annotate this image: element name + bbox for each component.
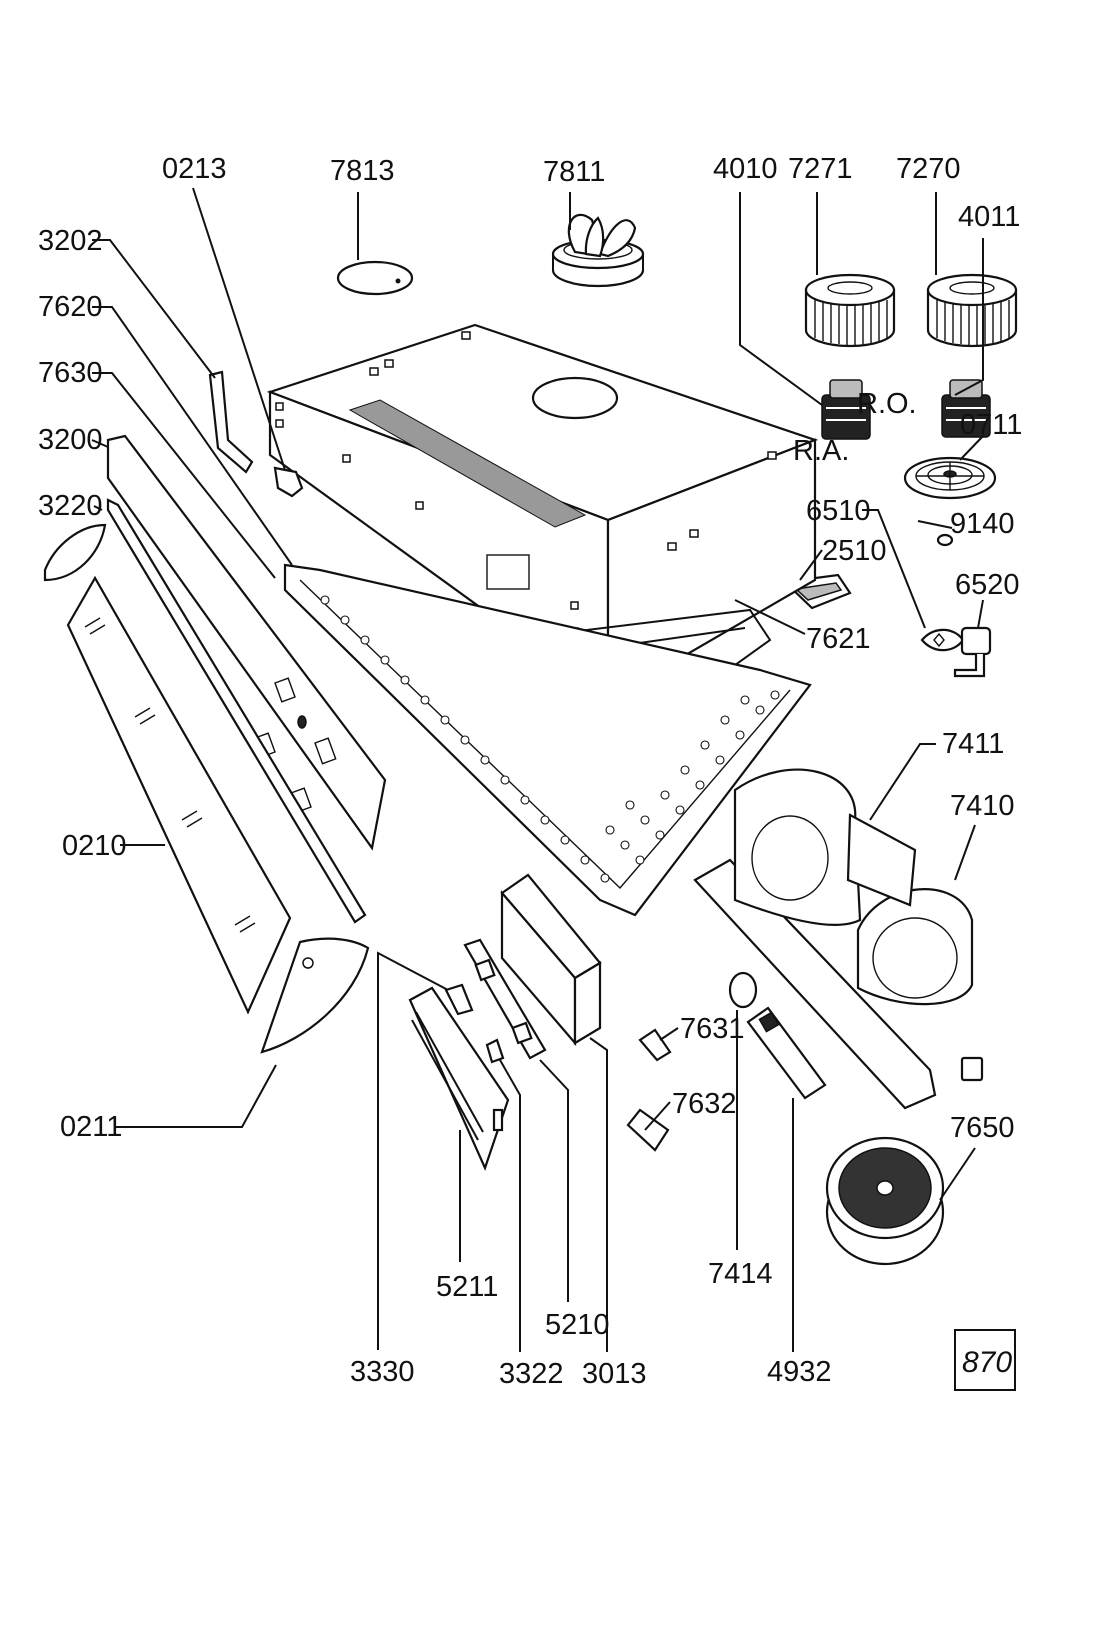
part-7414-drawing [728, 971, 758, 1009]
label-6510: 6510 [806, 495, 871, 527]
part-9140-drawing [936, 533, 954, 547]
leader-2510 [799, 549, 823, 581]
part-3200-drawing [106, 434, 387, 851]
label-3220: 3220 [38, 490, 103, 522]
leader-7650 [939, 1147, 976, 1201]
part-7813-drawing [336, 260, 414, 296]
leader-6510 [862, 509, 926, 629]
part-0711-drawing [903, 456, 997, 500]
label-7410: 7410 [950, 790, 1015, 822]
part-7410-drawing [693, 768, 974, 1110]
label-3013: 3013 [582, 1358, 647, 1390]
part-6520-drawing [953, 626, 992, 678]
leader-7410 [954, 824, 976, 881]
label-2510: 2510 [822, 535, 887, 567]
part-3202-drawing [208, 370, 254, 474]
leader-6520 [977, 599, 984, 629]
leader-7630 [92, 372, 276, 579]
part-0210-drawing [66, 498, 367, 1015]
label-0711: 0711 [960, 409, 1022, 441]
label-5210: 5210 [545, 1309, 610, 1341]
leader-4011 [954, 238, 984, 396]
label-4011: 4011 [958, 201, 1020, 233]
label-7630: 7630 [38, 357, 103, 389]
label-7813: 7813 [330, 155, 395, 187]
leader-9140 [917, 520, 953, 529]
part-5210-drawing [463, 938, 547, 1060]
label-7270: 7270 [896, 153, 961, 185]
page-number: 870 [962, 1346, 1012, 1379]
leader-7621 [734, 599, 806, 635]
label-3202: 3202 [38, 225, 103, 257]
leader-3202 [92, 239, 216, 379]
leader-lines [91, 187, 985, 1352]
part-3220-drawing [43, 523, 107, 582]
leader-0213 [192, 187, 286, 471]
label-4010: 4010 [713, 153, 778, 185]
part-7631-drawing [638, 1028, 672, 1062]
leader-3322 [499, 1059, 521, 1352]
part-7811-drawing [551, 213, 645, 288]
label-3330: 3330 [350, 1356, 415, 1388]
label-0211: 0211 [60, 1111, 122, 1143]
label-9140: 9140 [950, 508, 1015, 540]
label-7621: 7621 [806, 623, 871, 655]
leader-3200 [91, 439, 109, 448]
label-7631: 7631 [680, 1013, 745, 1045]
label-0210: 0210 [62, 830, 127, 862]
leader-7632 [644, 1101, 671, 1131]
part-3013-drawing [500, 873, 602, 1046]
leader-3220 [93, 505, 103, 511]
part-connector-drawing [960, 1056, 984, 1082]
leader-4010 [739, 192, 823, 406]
label-6520: 6520 [955, 569, 1020, 601]
label-ra: R.A. [793, 435, 849, 467]
label-5211: 5211 [436, 1271, 498, 1303]
label-7620: 7620 [38, 291, 103, 323]
label-7271: 7271 [788, 153, 853, 185]
part-7271-drawing [804, 273, 896, 348]
part-7270-drawing [926, 273, 1018, 348]
leader-7631 [659, 1027, 679, 1041]
part-labels: 0213 7813 7811 4010 7271 7270 4011 3202 … [38, 153, 1022, 1390]
leader-3013 [589, 1037, 608, 1352]
part-7632-drawing [626, 1108, 670, 1152]
label-7632: 7632 [672, 1088, 737, 1120]
leader-5210 [539, 1059, 569, 1302]
part-4932-drawing [746, 1006, 827, 1100]
label-7650: 7650 [950, 1112, 1015, 1144]
leader-7411 [869, 743, 936, 821]
leader-7620 [92, 306, 293, 566]
label-4932: 4932 [767, 1356, 832, 1388]
part-6510-drawing [920, 628, 965, 652]
page-number-box: 870 [954, 1329, 1016, 1391]
part-4010-drawing [821, 379, 871, 440]
part-0213-drawing [273, 466, 304, 498]
part-7650-drawing [825, 1136, 945, 1266]
label-ro: R.O. [857, 388, 917, 420]
part-0211-drawing [260, 937, 370, 1054]
leader-3330 [377, 951, 449, 1350]
part-7620-drawing [283, 563, 812, 917]
label-7414: 7414 [708, 1258, 773, 1290]
part-3322-drawing [485, 1038, 505, 1064]
part-3330-drawing [444, 983, 474, 1016]
leader-0211 [115, 1064, 277, 1128]
part-5211-drawing [408, 986, 510, 1172]
label-7411: 7411 [942, 728, 1004, 760]
label-7811: 7811 [543, 156, 605, 188]
part-7411-drawing [846, 813, 917, 907]
label-0213: 0213 [162, 153, 227, 185]
label-3322: 3322 [499, 1358, 564, 1390]
leader-0711 [959, 434, 985, 461]
label-3200: 3200 [38, 424, 103, 456]
